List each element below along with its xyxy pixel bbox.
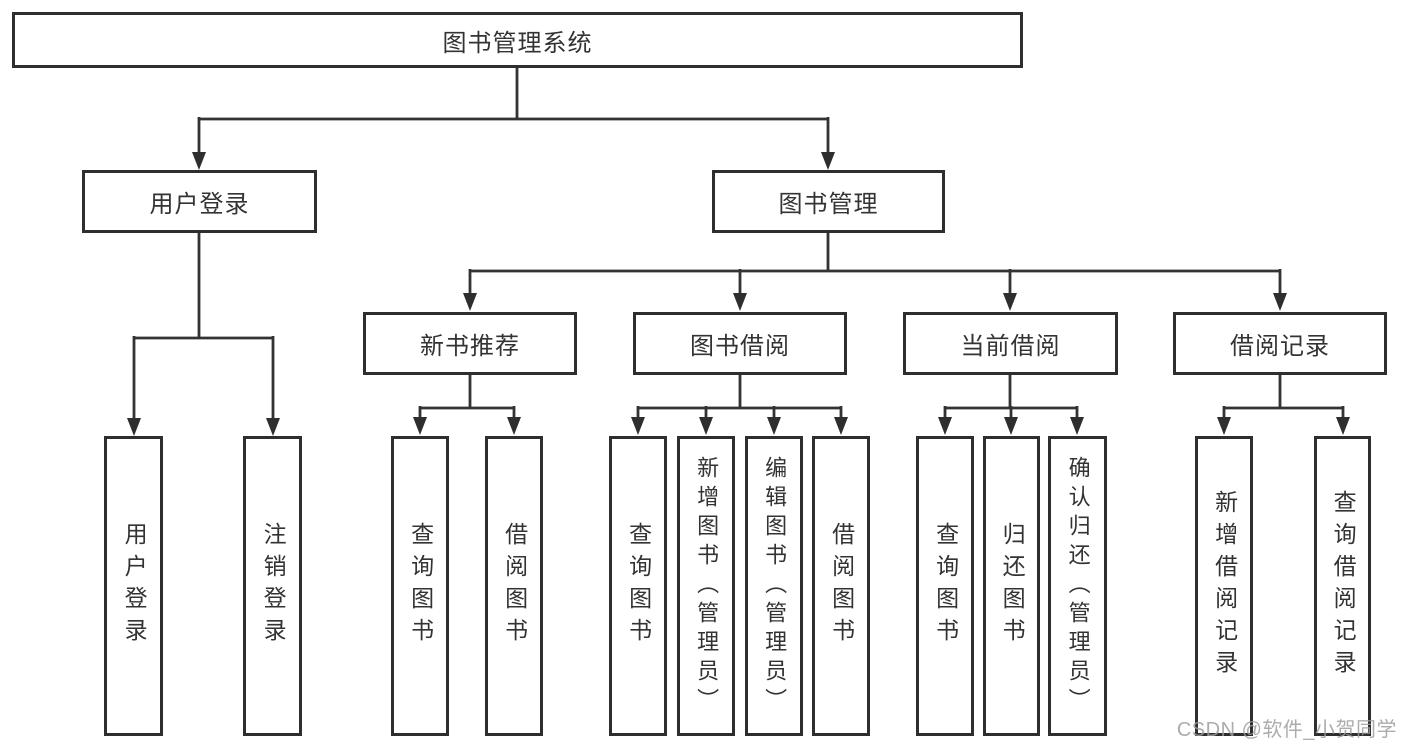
arrowhead: [631, 417, 645, 435]
arrowhead: [413, 417, 427, 435]
arrowhead: [1003, 293, 1017, 311]
arrowhead: [1217, 417, 1231, 435]
leaf-current-query-books: 查询图书: [916, 436, 974, 736]
node-current-borrow-label: 当前借阅: [960, 333, 1061, 360]
arrowhead: [834, 417, 848, 435]
arrowhead: [192, 152, 206, 170]
arrowhead: [733, 293, 747, 311]
arrowhead: [507, 417, 521, 435]
node-root: 图书管理系统: [12, 12, 1023, 68]
leaf-new-book-borrow-books: 借阅图书: [485, 436, 543, 736]
node-borrow-record: 借阅记录: [1173, 312, 1387, 375]
node-user-login: 用户登录: [82, 170, 317, 233]
leaf-borrow-books-label: 借阅图书: [828, 522, 855, 650]
node-root-label: 图书管理系统: [442, 29, 593, 57]
leaf-new-book-borrow-books-label: 借阅图书: [501, 522, 528, 650]
leaf-edit-books-admin-label: 编辑图书（管理员）: [762, 455, 788, 717]
arrowhead: [1273, 293, 1287, 311]
leaf-borrow-query-books: 查询图书: [609, 436, 667, 736]
node-book-borrow-label: 图书借阅: [690, 333, 790, 360]
leaf-add-borrow-record-label: 新增借阅记录: [1211, 490, 1238, 682]
leaf-add-borrow-record: 新增借阅记录: [1195, 436, 1253, 736]
node-book-management: 图书管理: [712, 170, 945, 233]
leaf-user-login-label: 用户登录: [121, 522, 148, 650]
leaf-query-borrow-record-label: 查询借阅记录: [1330, 490, 1357, 682]
leaf-new-book-query-books-label: 查询图书: [407, 522, 434, 650]
leaf-query-borrow-record: 查询借阅记录: [1314, 436, 1371, 736]
leaf-confirm-return-admin-label: 确认归还（管理员）: [1065, 455, 1091, 717]
leaf-return-books: 归还图书: [983, 436, 1040, 736]
node-borrow-record-label: 借阅记录: [1230, 333, 1330, 360]
node-new-book-recommend-label: 新书推荐: [420, 333, 520, 360]
watermark: CSDN @软件_小贺同学: [1176, 719, 1397, 741]
leaf-borrow-books: 借阅图书: [812, 436, 870, 736]
node-book-management-label: 图书管理: [778, 191, 879, 218]
arrowhead: [821, 152, 835, 170]
leaf-add-books-admin-label: 新增图书（管理员）: [694, 455, 720, 717]
arrowhead: [1004, 417, 1018, 435]
leaf-user-login: 用户登录: [104, 436, 163, 736]
node-new-book-recommend: 新书推荐: [363, 312, 577, 375]
leaf-return-books-label: 归还图书: [999, 522, 1026, 650]
leaf-confirm-return-admin: 确认归还（管理员）: [1048, 436, 1107, 736]
arrowhead: [1070, 417, 1084, 435]
arrowhead: [938, 417, 952, 435]
arrowhead: [699, 417, 713, 435]
arrowhead: [767, 417, 781, 435]
arrowhead: [463, 293, 477, 311]
leaf-logout: 注销登录: [243, 436, 302, 736]
node-book-borrow: 图书借阅: [633, 312, 847, 375]
leaf-current-query-books-label: 查询图书: [932, 522, 959, 650]
arrowhead: [266, 418, 280, 436]
node-user-login-label: 用户登录: [149, 191, 250, 218]
arrowhead: [127, 418, 141, 436]
node-current-borrow: 当前借阅: [903, 312, 1118, 375]
leaf-borrow-query-books-label: 查询图书: [625, 522, 652, 650]
leaf-add-books-admin: 新增图书（管理员）: [677, 436, 735, 736]
leaf-edit-books-admin: 编辑图书（管理员）: [745, 436, 803, 736]
leaf-new-book-query-books: 查询图书: [391, 436, 449, 736]
arrowhead: [1336, 417, 1350, 435]
leaf-logout-label: 注销登录: [260, 522, 287, 650]
